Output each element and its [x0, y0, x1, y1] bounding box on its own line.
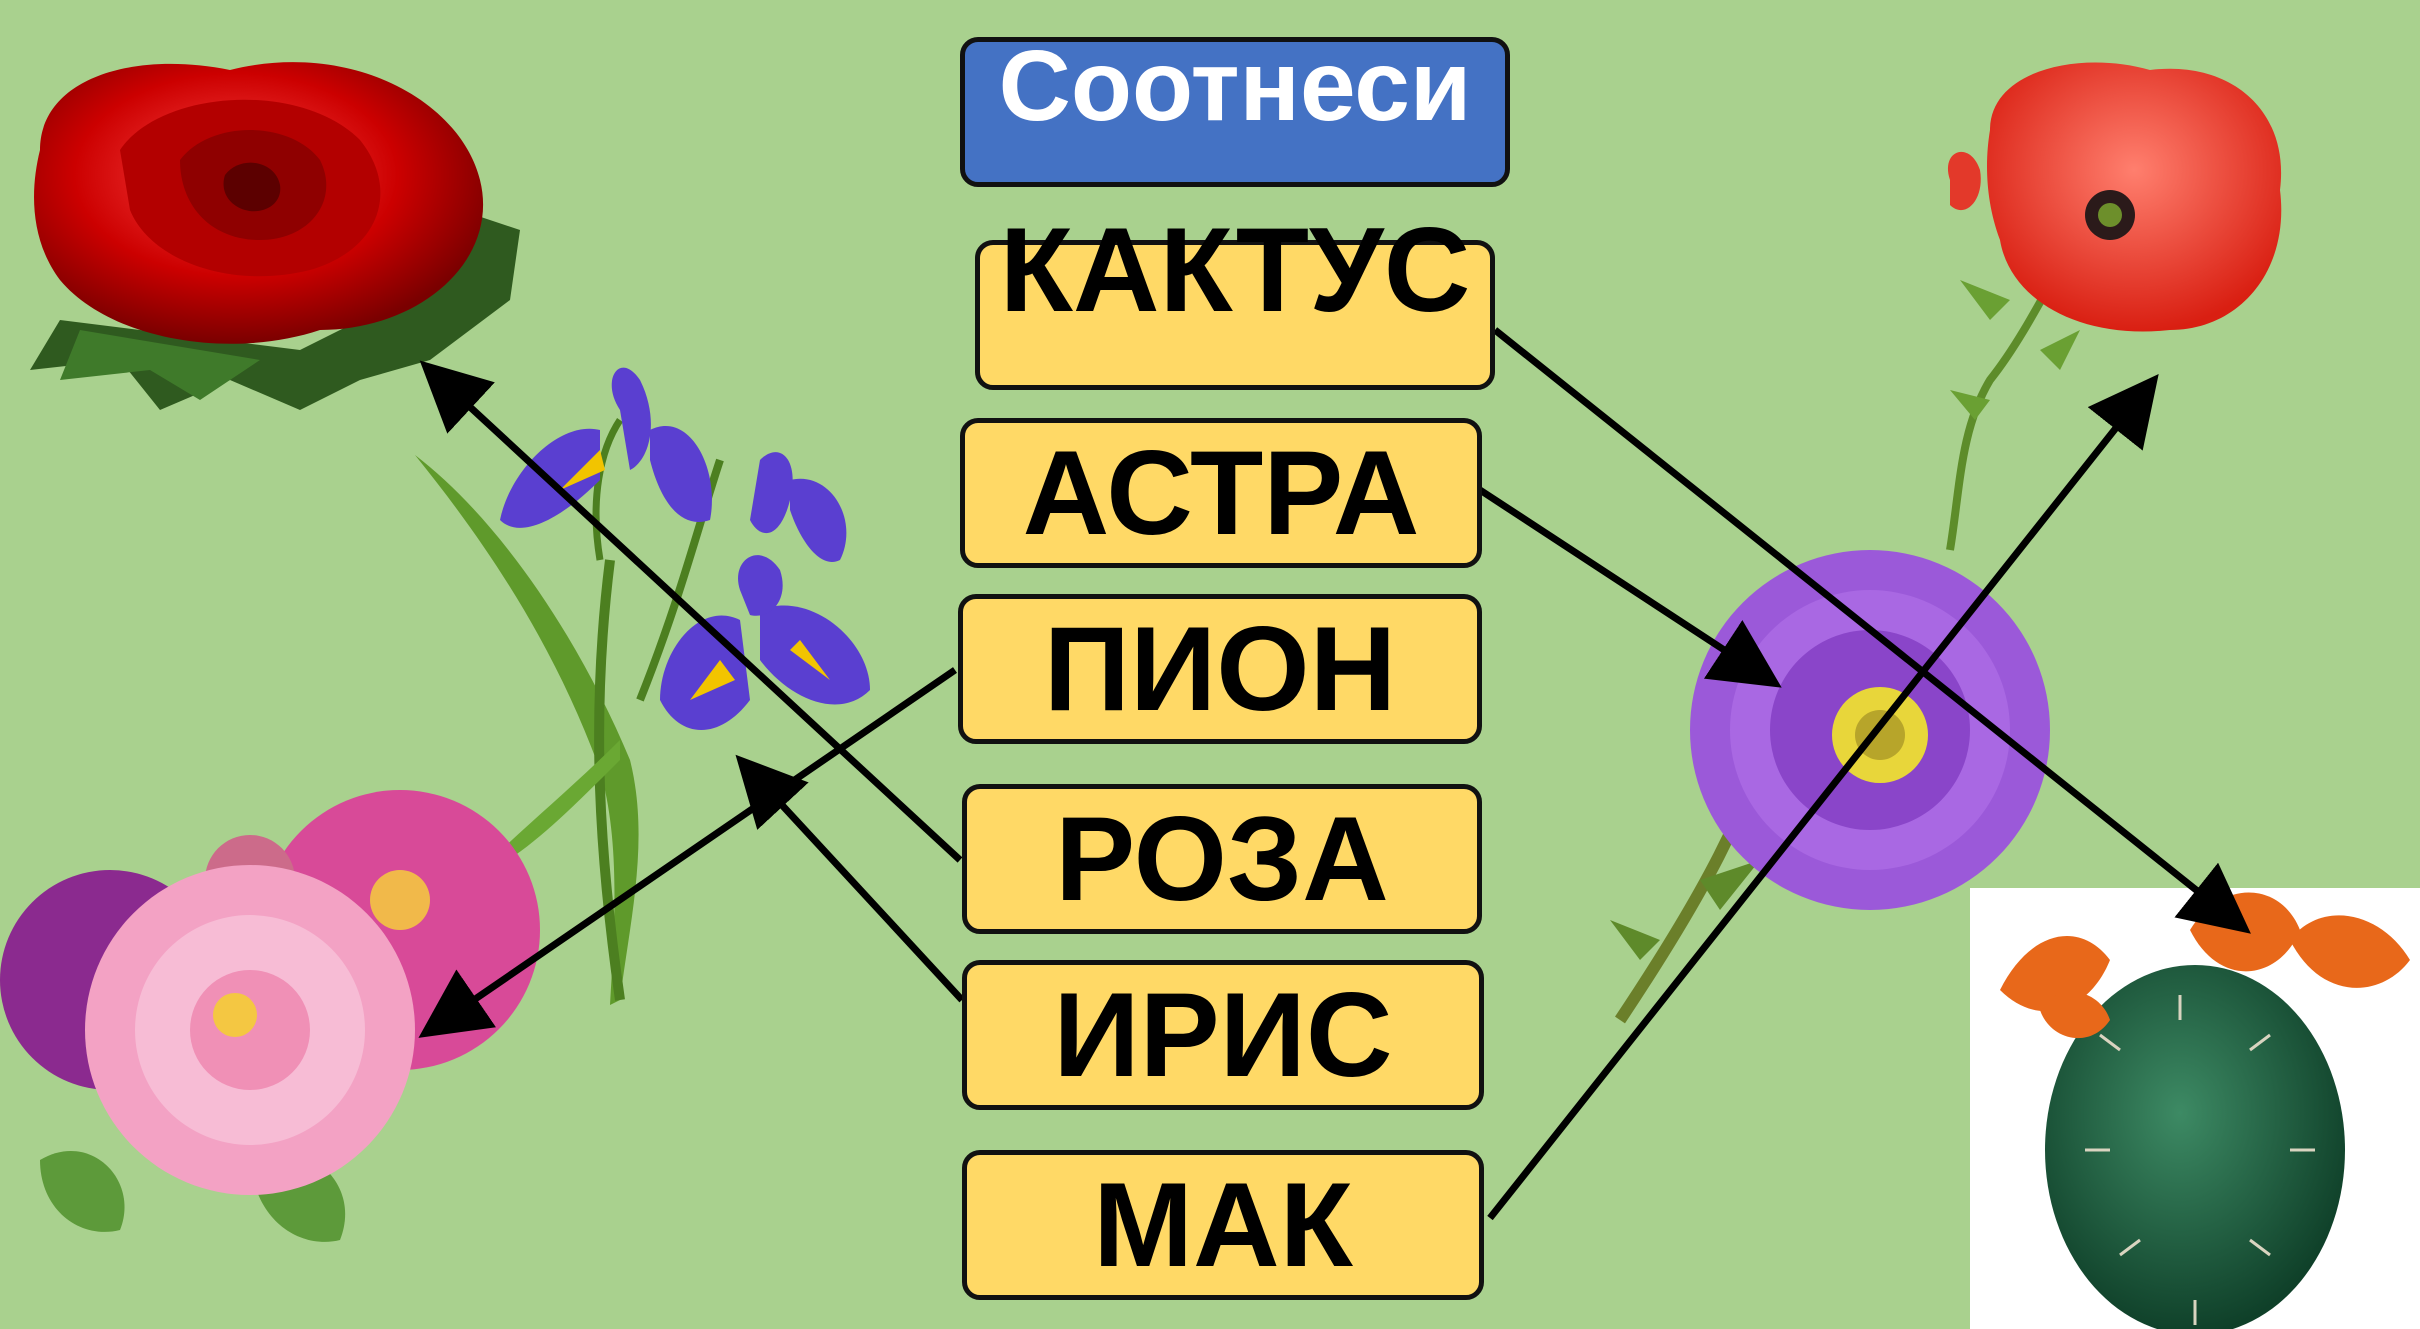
- poppy-image: [1946, 62, 2282, 551]
- word-label: ИРИС: [1053, 968, 1393, 1102]
- rose-image: [30, 62, 520, 410]
- word-label: РОЗА: [1055, 792, 1389, 926]
- arrow-iris: [735, 754, 965, 1003]
- arrow-aster: [1478, 487, 1782, 688]
- word-card-cactus[interactable]: КАКТУС: [975, 203, 1495, 390]
- arrow-poppy: [1487, 374, 2159, 1221]
- word-label: КАКТУС: [999, 203, 1471, 337]
- arrow-rose: [419, 360, 963, 863]
- word-card-iris[interactable]: ИРИС: [962, 960, 1484, 1110]
- arrow-peony: [418, 667, 957, 1038]
- arrow-cactus: [1492, 327, 2251, 934]
- word-label: АСТРА: [1022, 426, 1420, 560]
- word-label: МАК: [1093, 1158, 1353, 1292]
- word-card-peony[interactable]: ПИОН: [958, 594, 1482, 744]
- cactus-image: [1970, 888, 2420, 1329]
- word-label: ПИОН: [1043, 602, 1397, 736]
- peony-image: [0, 790, 540, 1242]
- slide-title: Соотнеси: [998, 30, 1472, 142]
- title-box: Соотнеси: [960, 30, 1510, 187]
- word-card-poppy[interactable]: МАК: [962, 1150, 1484, 1300]
- word-card-aster[interactable]: АСТРА: [960, 418, 1482, 568]
- word-card-rose[interactable]: РОЗА: [962, 784, 1482, 934]
- connector-arrows: [418, 327, 2251, 1221]
